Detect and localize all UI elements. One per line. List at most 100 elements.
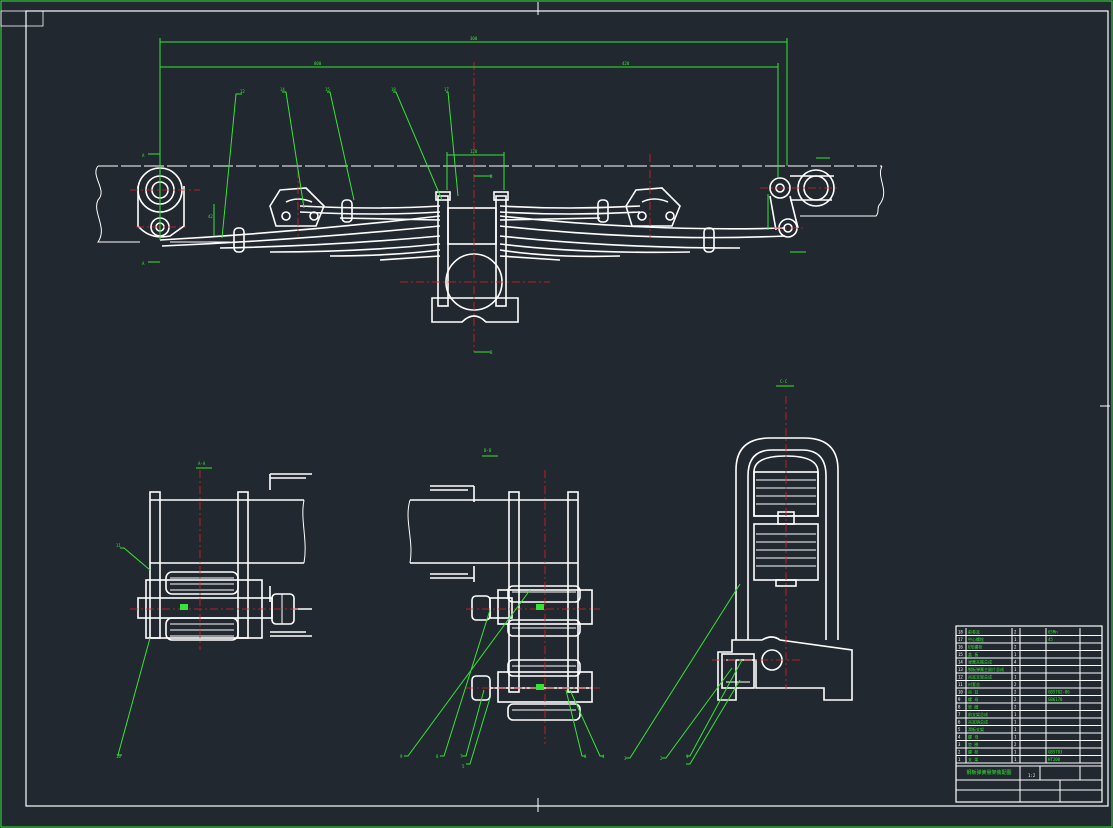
tb-cell: 1 [1014, 675, 1017, 680]
balloon-12: 12 [240, 89, 245, 94]
tb-cell: 钢板弹簧主副片总成 [968, 666, 1004, 672]
label-view-bb: B-B [484, 448, 492, 453]
tb-cell: 7 [958, 712, 961, 717]
tb-cell: 2 [1014, 742, 1017, 747]
balloon-18: 18 [391, 87, 396, 92]
tb-cell: 1 [1014, 720, 1017, 725]
drawing-title: 钢板弹簧悬架装配图 [966, 770, 1012, 776]
tb-cell: 1 [1014, 637, 1017, 642]
tb-cell: 1 [1014, 667, 1017, 672]
tb-cell: 前卷耳 [968, 629, 980, 635]
balloon-9: 9 [400, 754, 403, 759]
tb-cell: 65Mn [1048, 630, 1058, 635]
balloon-8: 8 [436, 754, 439, 759]
tb-scale: 1:2 [1028, 773, 1036, 778]
tb-cell: 3 [958, 742, 961, 747]
tb-cell: HT200 [1048, 757, 1061, 762]
tb-cell: GB5782-86 [1048, 690, 1070, 695]
balloon-4: 4 [602, 754, 605, 759]
tb-cell: 12 [958, 675, 963, 680]
tb-cell: 1 [958, 757, 961, 762]
tb-cell: 前支架总成 [968, 711, 988, 717]
tb-cell: 13 [958, 667, 963, 672]
tb-cell: 支 架 [968, 756, 978, 762]
tb-cell: 垫 圈 [968, 704, 978, 710]
mark-top-b2: B [490, 174, 493, 179]
clamp-right [625, 187, 681, 227]
tb-cell: 螺 栓 [968, 749, 978, 755]
balloon-2: 2 [660, 756, 663, 761]
mark-top-a: A [142, 153, 145, 158]
tb-cell: GB6170 [1048, 697, 1063, 702]
balloon-7: 7 [460, 754, 463, 759]
tb-cell: 1 [1014, 652, 1017, 657]
dim-overall: 300 [470, 36, 478, 41]
dim-center: 120 [470, 149, 478, 154]
tb-cell: 1 [1014, 750, 1017, 755]
tb-cell: 2 [1014, 705, 1017, 710]
dim-left: 800 [314, 61, 322, 66]
balloon-15: 15 [325, 87, 330, 92]
tb-cell: 18 [958, 630, 963, 635]
tb-cell: 8 [958, 705, 961, 710]
tb-cell: 盖 板 [968, 651, 978, 657]
balloon-1: 1 [686, 754, 689, 759]
dim-right: 420 [622, 61, 630, 66]
tb-cell: 17 [958, 637, 963, 642]
section-view-cc: C-C 3 2 1 [624, 379, 853, 765]
tb-cell: 1 [1014, 712, 1017, 717]
tb-cell: 45 [1048, 637, 1053, 642]
mark-top-b: B [490, 350, 493, 355]
tb-cell: 螺 母 [968, 734, 978, 740]
balloon-10: 10 [116, 754, 121, 759]
tb-cell: 弹簧夹箍总成 [968, 659, 992, 665]
tb-cell: 2 [1014, 682, 1017, 687]
tb-cell: U形螺栓 [968, 644, 982, 650]
tb-cell: 15 [958, 652, 963, 657]
tb-cell: 吊耳销总成 [968, 719, 988, 725]
balloon-14: 14 [280, 87, 285, 92]
inner-frame [25, 10, 1109, 807]
section-view-bb: B-B 9 8 7 5 6 4 [400, 448, 605, 769]
tb-cell: 吊 耳 [968, 690, 978, 695]
tb-cell: 10 [958, 690, 963, 695]
tb-cell: 吊耳支架总成 [968, 674, 992, 680]
corner-tag [0, 10, 44, 27]
tb-cell: 1 [1014, 735, 1017, 740]
balloon-5: 5 [462, 764, 465, 769]
label-view-cc: C-C [780, 379, 788, 384]
tb-cell: 1 [1014, 727, 1017, 732]
balloon-6: 6 [584, 754, 587, 759]
tb-cell: 16 [958, 645, 963, 650]
balloon-11: 11 [116, 543, 121, 548]
tb-cell: 11 [958, 682, 963, 687]
tb-cell: 5 [958, 727, 961, 732]
tb-cell: 中心螺栓 [968, 636, 984, 642]
dim-leader-height: 42 [208, 214, 213, 219]
tb-cell: 4 [1014, 660, 1017, 665]
tb-cell: 滑板支架 [968, 726, 984, 732]
leaf-spring-elevation: 300 800 420 120 42 A A B B 12 14 15 18 1… [95, 36, 885, 355]
clamp-left [269, 187, 325, 227]
tb-cell: 垫 圈 [968, 741, 978, 747]
tb-cell: 2 [1014, 697, 1017, 702]
balloon-17: 17 [444, 87, 449, 92]
tb-cell: GB5783 [1048, 750, 1063, 755]
tb-cell: 2 [1014, 690, 1017, 695]
tb-cell: 衬套总 [968, 681, 980, 687]
tb-cell: 9 [958, 697, 961, 702]
tb-cell: 螺 母 [968, 696, 978, 702]
section-view-aa: A-A 11 10 [116, 461, 312, 759]
balloon-3: 3 [624, 756, 627, 761]
tb-cell: 14 [958, 660, 963, 665]
tb-cell: 1 [1014, 757, 1017, 762]
tb-cell: 2 [1014, 645, 1017, 650]
mark-top-a2: A [142, 261, 145, 266]
tb-cell: 2 [1014, 630, 1017, 635]
label-view-aa: A-A [198, 461, 206, 466]
tb-cell: 4 [958, 735, 961, 740]
